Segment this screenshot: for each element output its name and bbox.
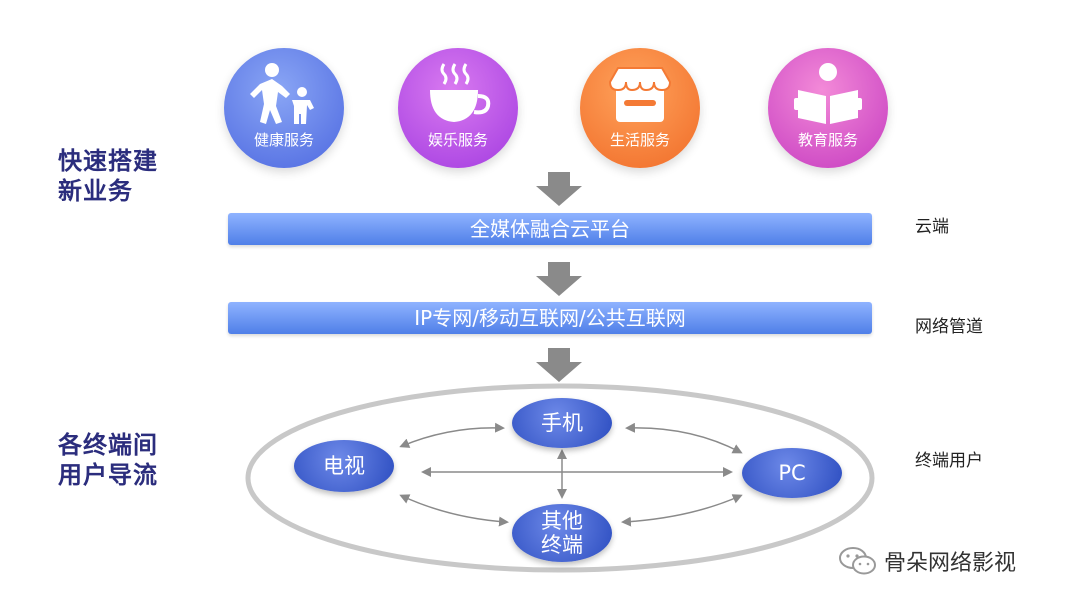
cloud-platform-bar: 全媒体融合云平台: [228, 213, 872, 245]
heading-quick-build: 快速搭建 新业务: [58, 146, 158, 206]
service-life: 生活服务: [580, 48, 700, 168]
service-label: 生活服务: [609, 131, 670, 149]
connector-arrow: [621, 494, 743, 527]
node-phone: 手机: [512, 398, 612, 448]
watermark: 骨朵网络影视: [838, 545, 1016, 577]
node-other-terminal: 其他 终端: [512, 504, 612, 562]
node-text: 终端: [541, 533, 583, 557]
service-education: 教育服务: [768, 48, 888, 168]
connector-arrow: [625, 422, 743, 454]
network-bar: IP专网/移动互联网/公共互联网: [228, 302, 872, 334]
service-label: 教育服务: [797, 131, 858, 149]
terminal-ellipse: [245, 383, 875, 573]
heading-line: 新业务: [58, 177, 133, 205]
service-label: 娱乐服务: [427, 131, 488, 149]
connector-arrow: [399, 422, 505, 448]
heading-line: 各终端间: [58, 431, 158, 459]
cloud-label: 云端: [915, 217, 949, 237]
watermark-text: 骨朵网络影视: [884, 551, 1017, 576]
arrow-down-icon: [536, 172, 582, 206]
heading-line: 用户导流: [58, 461, 158, 489]
node-text: 其他: [541, 509, 583, 533]
store-icon: [608, 67, 672, 122]
connector-arrow: [399, 494, 509, 527]
people-icon: [250, 63, 314, 124]
service-entertainment: 娱乐服务: [398, 48, 518, 168]
heading-user-diversion: 各终端间 用户导流: [58, 430, 158, 490]
arrow-down-icon: [536, 348, 582, 382]
coffee-cup-icon: [430, 63, 491, 122]
arrow-down-icon: [536, 262, 582, 296]
network-label: 网络管道: [915, 317, 983, 337]
node-pc: PC: [742, 448, 842, 498]
node-tv: 电视: [294, 440, 394, 492]
heading-line: 快速搭建: [58, 147, 158, 175]
wechat-icon: [839, 547, 876, 575]
service-health: 健康服务: [224, 48, 344, 168]
terminal-users-label: 终端用户: [915, 451, 983, 471]
reader-icon: [794, 63, 862, 124]
service-label: 健康服务: [253, 131, 314, 149]
